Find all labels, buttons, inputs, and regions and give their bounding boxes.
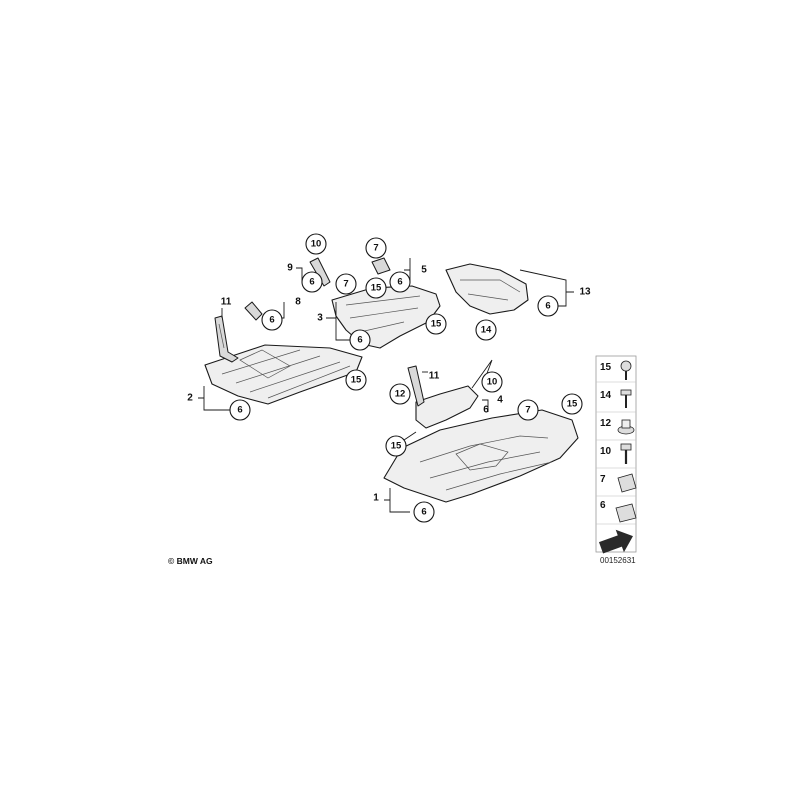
clip-6-icon bbox=[615, 503, 637, 523]
part-5-clip bbox=[371, 257, 391, 275]
label-4: 4 bbox=[497, 395, 503, 406]
label-2: 2 bbox=[187, 393, 193, 404]
bolt-10-icon bbox=[620, 443, 632, 464]
svg-text:6: 6 bbox=[237, 405, 242, 416]
svg-text:10: 10 bbox=[311, 239, 322, 250]
screw-14-icon bbox=[620, 389, 632, 408]
callout-10-top: 10 bbox=[305, 233, 327, 255]
callout-7-left: 7 bbox=[335, 273, 357, 295]
svg-text:15: 15 bbox=[431, 319, 442, 330]
label-13: 13 bbox=[579, 287, 591, 298]
callout-6-bracket: 6 bbox=[261, 309, 283, 331]
label-8: 8 bbox=[295, 297, 301, 308]
svg-text:12: 12 bbox=[395, 389, 406, 400]
callout-12: 12 bbox=[389, 383, 411, 405]
callout-15-left-panel: 15 bbox=[345, 369, 367, 391]
callout-15-right: 15 bbox=[561, 393, 583, 415]
callout-6-right: 6 bbox=[537, 295, 559, 317]
label-1: 1 bbox=[373, 493, 379, 504]
label-5: 5 bbox=[421, 265, 427, 276]
legend-item-15: 15 bbox=[600, 362, 612, 373]
clip-7-icon bbox=[617, 473, 637, 493]
callout-6-left-bottom: 6 bbox=[229, 399, 251, 421]
direction-arrow-icon bbox=[598, 529, 633, 554]
callout-15-top: 15 bbox=[365, 277, 387, 299]
svg-text:6: 6 bbox=[545, 301, 550, 312]
callout-15-panel3: 15 bbox=[425, 313, 447, 335]
legend-item-12: 12 bbox=[600, 418, 612, 429]
callout-15-lower: 15 bbox=[385, 435, 407, 457]
diagram-code: 00152631 bbox=[600, 556, 636, 565]
svg-text:10: 10 bbox=[487, 377, 498, 388]
callout-14: 14 bbox=[475, 319, 497, 341]
svg-text:7: 7 bbox=[373, 243, 378, 254]
fastener-legend: 15 14 12 10 7 6 bbox=[595, 355, 637, 554]
label-11-right: 11 bbox=[429, 371, 440, 382]
svg-text:15: 15 bbox=[391, 441, 402, 452]
label-6-near-4: 6 bbox=[483, 405, 489, 416]
part-2-left-underbody-panel bbox=[204, 344, 363, 405]
svg-text:15: 15 bbox=[567, 399, 578, 410]
label-11-left: 11 bbox=[221, 297, 232, 308]
part-8-bracket bbox=[244, 301, 263, 321]
callout-7-right: 7 bbox=[517, 399, 539, 421]
label-3: 3 bbox=[317, 313, 323, 324]
screw-15-icon bbox=[620, 360, 632, 380]
legend-item-6: 6 bbox=[600, 500, 606, 511]
part-1-main-underbody-panel bbox=[383, 409, 579, 503]
svg-text:14: 14 bbox=[481, 325, 492, 336]
callout-6-bottom: 6 bbox=[413, 501, 435, 523]
svg-text:6: 6 bbox=[397, 277, 402, 288]
callout-6-panel3: 6 bbox=[349, 329, 371, 351]
callout-10-mid: 10 bbox=[481, 371, 503, 393]
callout-6-mid: 6 bbox=[389, 271, 411, 293]
part-4-side-shield bbox=[407, 365, 479, 429]
legend-item-14: 14 bbox=[600, 390, 612, 401]
svg-text:15: 15 bbox=[351, 375, 362, 386]
svg-text:7: 7 bbox=[525, 405, 530, 416]
part-3-heat-shield bbox=[331, 285, 441, 349]
svg-text:6: 6 bbox=[309, 277, 314, 288]
svg-text:6: 6 bbox=[421, 507, 426, 518]
callout-6-upper-left: 6 bbox=[301, 271, 323, 293]
svg-text:6: 6 bbox=[357, 335, 362, 346]
legend-item-7: 7 bbox=[600, 474, 606, 485]
copyright-text: © BMW AG bbox=[168, 556, 213, 566]
svg-text:6: 6 bbox=[269, 315, 274, 326]
svg-text:15: 15 bbox=[371, 283, 382, 294]
legend-item-10: 10 bbox=[600, 446, 612, 457]
callout-7-mid: 7 bbox=[365, 237, 387, 259]
svg-text:7: 7 bbox=[343, 279, 348, 290]
nut-12-icon bbox=[617, 419, 635, 435]
part-13-wheel-well-liner bbox=[445, 263, 529, 315]
label-9: 9 bbox=[287, 263, 293, 274]
